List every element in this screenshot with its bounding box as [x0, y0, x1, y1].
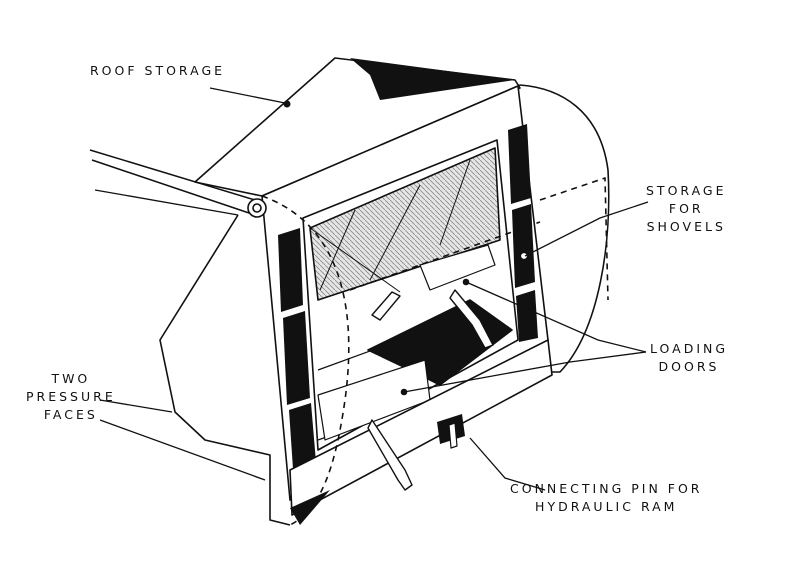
arm-roller-hub — [252, 203, 262, 213]
label-pressure-line-1: TWO — [51, 371, 91, 386]
rear-housing — [519, 84, 610, 373]
label-roof-storage: ROOF STORAGE — [90, 63, 226, 78]
back-wall-bracing — [309, 159, 471, 293]
door-handle-mid — [371, 291, 401, 321]
side-panels — [278, 124, 538, 469]
leader-lines — [94, 87, 649, 491]
roof-storage-shading — [350, 58, 515, 100]
label-pressure-line-3: FACES — [43, 407, 98, 422]
label-storage-line-2: FOR — [668, 201, 704, 216]
bumper-shadow — [290, 490, 330, 525]
label-loading-doors: LOADING DOORS — [650, 340, 728, 376]
loading-door-right — [419, 244, 496, 291]
pressure-face-dashed-top — [349, 221, 541, 291]
door-handle-rear — [449, 289, 494, 349]
arm-bar — [89, 149, 256, 215]
label-loading-line-1: LOADING — [650, 341, 729, 356]
roof-storage-top — [194, 57, 521, 197]
label-pin-line-1: CONNECTING PIN FOR — [510, 481, 703, 496]
door-handle-front — [367, 419, 413, 491]
connecting-pin — [448, 422, 458, 449]
label-two-pressure-faces: TWO PRESSURE FACES — [26, 370, 116, 424]
rear-housing-dashed — [539, 177, 609, 301]
label-pin-line-2: HYDRAULIC RAM — [535, 499, 678, 514]
body-left-side — [159, 214, 291, 526]
label-loading-line-2: DOORS — [658, 359, 720, 374]
label-pressure-line-2: PRESSURE — [26, 389, 116, 404]
shovel-storage-fitting — [519, 251, 529, 261]
front-bumper — [289, 339, 553, 516]
label-storage-line-1: STORAGE — [646, 183, 727, 198]
label-storage-line-3: SHOVELS — [646, 219, 726, 234]
label-storage-for-shovels: STORAGE FOR SHOVELS — [646, 182, 727, 236]
pressure-face-curve — [261, 195, 350, 526]
label-connecting-pin: CONNECTING PIN FOR HYDRAULIC RAM — [510, 480, 703, 516]
